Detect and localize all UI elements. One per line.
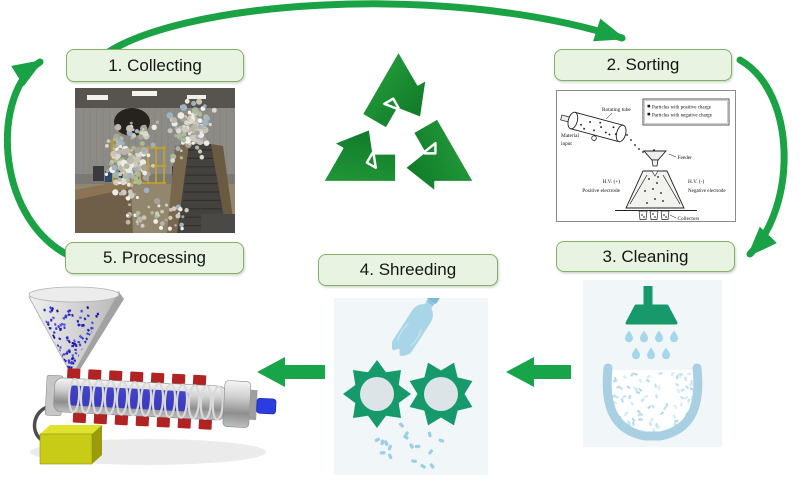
step-label-processing: 5. Processing <box>65 242 244 274</box>
collecting-photo <box>75 88 235 233</box>
legend-bullet-negative <box>647 112 651 116</box>
material-input-label-2: input <box>561 141 572 147</box>
chamber-particles <box>644 176 664 204</box>
wash-basket <box>602 363 703 441</box>
extruder-barrel <box>44 368 277 430</box>
screw-flights <box>67 377 225 421</box>
feeder-funnel <box>642 150 668 161</box>
legend-box: Particles with positive charge Particles… <box>642 98 730 126</box>
sorting-schematic: Particles with positive charge Particles… <box>556 90 736 222</box>
step-label-cleaning-text: 3. Cleaning <box>602 246 689 266</box>
waste-spill <box>125 203 189 231</box>
material-input-label-1: Material <box>561 133 579 139</box>
step-label-collecting: 1. Collecting <box>66 49 244 82</box>
rotating-tube-label: Rotating tube <box>602 107 631 113</box>
step-label-processing-text: 5. Processing <box>103 248 206 267</box>
step-label-shredding-text: 4. Shreeding <box>359 260 457 279</box>
waste-pile-left <box>104 120 161 205</box>
shredded-chips <box>374 422 445 469</box>
extruder-illustration <box>28 286 277 465</box>
legend-negative-label: Particles with negative charge <box>652 114 713 119</box>
collector-bins <box>638 210 670 220</box>
heater-bands <box>67 368 212 430</box>
step-label-sorting: 2. Sorting <box>554 49 732 81</box>
ceiling-lights <box>87 91 206 100</box>
output-shaft <box>256 397 277 415</box>
hv-positive-label: H.V. (+) <box>603 178 621 185</box>
motor-box <box>39 433 93 465</box>
feeder-label: Feeder <box>678 155 693 161</box>
legend-bullet-positive <box>647 104 651 108</box>
arrow-processing-to-collecting <box>4 58 70 258</box>
hv-negative-label: H.V. (-) <box>688 178 704 185</box>
step-label-collecting-text: 1. Collecting <box>108 55 202 75</box>
step-label-shredding: 4. Shreeding <box>318 254 498 286</box>
collectors-label: Collectors <box>678 216 700 222</box>
step-label-sorting-text: 2. Sorting <box>606 55 680 74</box>
positive-electrode-label: Positive electrode <box>582 188 620 194</box>
positive-electrode-line <box>629 174 648 205</box>
shredder-illustration <box>334 298 488 475</box>
plastic-bottle-icon <box>386 298 440 363</box>
arrow-cleaning-to-shredding <box>506 357 571 387</box>
shower-head-icon <box>625 304 678 325</box>
recycling-symbol-icon <box>321 49 476 194</box>
negative-electrode-line <box>662 174 681 205</box>
cleaning-illustration <box>583 280 722 447</box>
separation-chamber <box>625 170 685 209</box>
shower-stem <box>643 286 653 308</box>
legend-positive-label: Particles with positive charge <box>652 106 712 111</box>
rotating-tube <box>560 111 627 143</box>
waste-pile-right <box>166 98 217 163</box>
arrow-sorting-to-cleaning <box>736 56 788 258</box>
negative-electrode-label: Negative electrode <box>688 189 726 194</box>
step-label-cleaning: 3. Cleaning <box>556 241 735 272</box>
